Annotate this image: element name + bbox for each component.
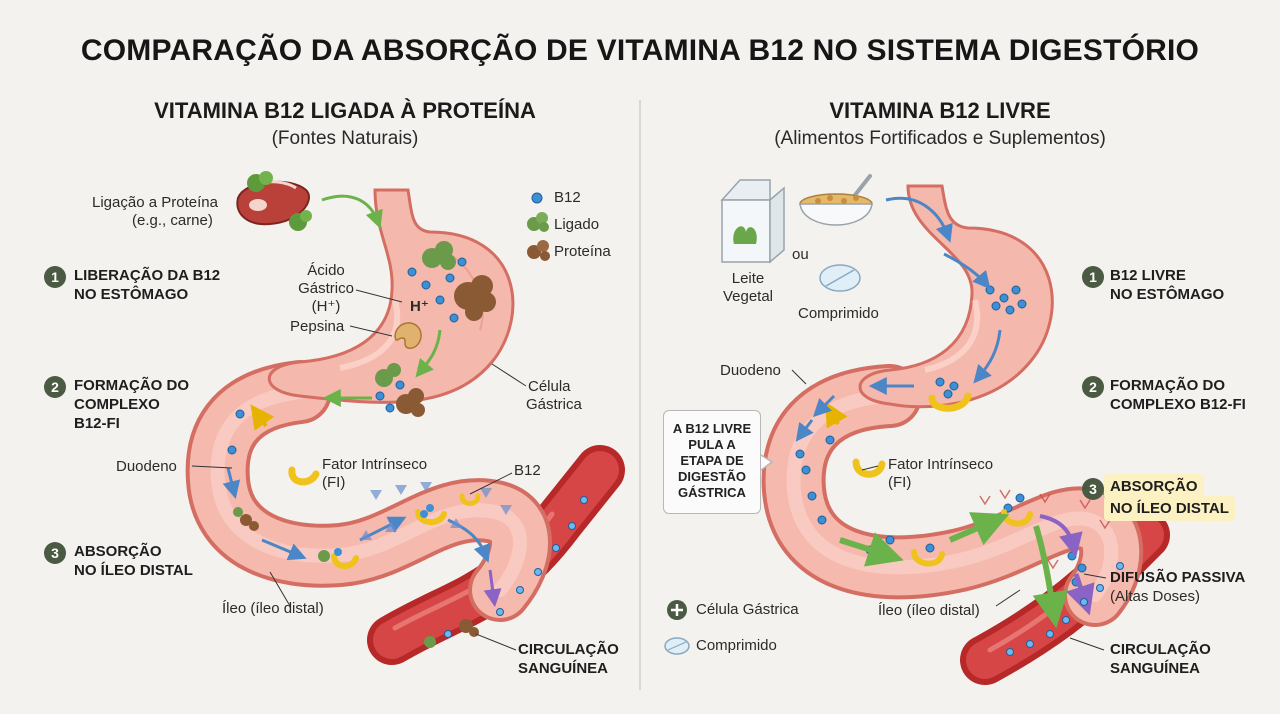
page-title: COMPARAÇÃO DA ABSORÇÃO DE VITAMINA B12 N… [80,34,1200,67]
right-panel-subheader: (Alimentos Fortificados e Suplementos) [774,128,1106,149]
left-leader-lines [191,289,527,651]
right-step-1-line-2: NO ESTÔMAGO [1110,286,1225,303]
right-step-2-line-1: FORMAÇÃO DO [1110,377,1225,394]
legend-tablet-label: Comprimido [696,637,777,654]
tablet-label: Comprimido [798,305,879,322]
skip-digestion-callout: A B12 LIVRE PULA A ETAPA DE DIGESTÃO GÁS… [663,410,761,514]
plant-milk-label-2: Vegetal [722,288,774,305]
left-panel-subheader: (Fontes Naturais) [271,128,419,149]
gastric-acid-label-2: Gástrico [298,280,354,297]
left-step-2-line-3: B12-FI [74,415,120,432]
legend-b12-dot [531,192,543,204]
callout-line-1: A B12 LIVRE [672,421,752,436]
legend-gastric-cell-label: Célula Gástrica [696,601,799,618]
left-intrinsic-factor-label-2: (FI) [322,474,346,491]
callout-line-4: DIGESTÃO [678,469,746,484]
right-step-2-badge: 2 [1082,376,1104,398]
pepsin-label: Pepsina [290,318,345,335]
left-ileum-label: Íleo (íleo distal) [222,600,324,617]
left-step-1-line-1: LIBERAÇÃO DA B12 [74,267,221,284]
protein-binding-label-1: Ligação a Proteína [92,194,218,211]
left-stomach-particles [227,241,496,455]
right-flow-arrows [795,196,1095,629]
callout-line-2: PULA A [688,437,736,452]
gastric-acid-label-3: (H⁺) [311,298,341,315]
right-intrinsic-factor-label-2: (FI) [888,474,912,491]
left-step-2-line-1: FORMAÇÃO DO [74,377,189,394]
plant-milk-label-1: Leite [731,270,765,287]
right-circulation-label-2: SANGUÍNEA [1110,660,1201,677]
left-step-2-line-2: COMPLEXO [74,396,160,413]
left-step-3-line-1: ABSORÇÃO [74,543,162,560]
right-circulation-label-1: CIRCULAÇÃO [1110,641,1211,658]
left-b12-label: B12 [514,462,541,479]
left-circulation-label-1: CIRCULAÇÃO [518,641,619,658]
left-vessel-cells [424,496,588,648]
gastric-cell-label-2: Gástrica [526,396,582,413]
callout-line-3: ETAPA DE [680,453,744,468]
right-vessel-cells [1006,562,1124,656]
left-panel-header: VITAMINA B12 LIGADA À PROTEÍNA [154,98,536,123]
right-duodenum-label: Duodeno [720,362,781,379]
right-step-1-badge: 1 [1082,266,1104,288]
legend-protein-icon [527,240,550,261]
callout-line-5: GÁSTRICA [678,485,746,500]
protein-binding-label-2: (e.g., carne) [132,212,213,229]
left-circulation-label-2: SANGUÍNEA [518,660,609,677]
right-leader-lines [791,369,1107,651]
right-intestine [761,364,1144,627]
left-step-3-line-2: NO ÍLEO DISTAL [74,562,193,579]
right-villi [979,489,1111,570]
right-intrinsic-factor-label-1: Fator Intrínseco [888,456,994,473]
right-stomach [858,184,1054,409]
right-step-3-line-2: NO ÍLEO DISTAL [1104,496,1235,521]
right-step-1-line-1: B12 LIVRE [1110,267,1186,284]
legend-b12-label: B12 [554,189,581,206]
legend-bound-icon [527,212,549,232]
right-step-3-badge: 3 [1082,478,1104,500]
callout-pointer [760,454,774,471]
or-label: ou [792,246,809,263]
right-ileum-label: Íleo (íleo distal) [878,602,980,619]
right-step-2-line-2: COMPLEXO B12-FI [1110,396,1246,413]
leaf-icon [247,171,312,231]
gastric-acid-label-1: Ácido [307,262,345,279]
h-plus-label: H⁺ [410,298,429,315]
plant-milk-carton-icon [720,179,785,264]
left-step-1-badge: 1 [44,266,66,288]
passive-diffusion-label-2: (Altas Doses) [1110,588,1201,605]
legend-tablet-icon [664,637,690,655]
gastric-cell-label-1: Célula [528,378,571,395]
pepsin-enzyme [394,322,422,349]
left-duodenum-label: Duodeno [116,458,177,475]
left-step-2-badge: 2 [44,376,66,398]
tablet-icon [819,264,861,292]
right-step-3-line-1: ABSORÇÃO [1104,474,1204,499]
left-step-3-badge: 3 [44,542,66,564]
plus-icon [667,600,687,620]
cereal-bowl-icon [799,174,873,226]
right-panel-header: VITAMINA B12 LIVRE [829,98,1051,123]
left-if-complexes [233,404,481,569]
left-step-1-line-2: NO ESTÔMAGO [74,286,189,303]
legend-protein-label: Proteína [554,243,611,260]
passive-diffusion-label-1: DIFUSÃO PASSIVA [1110,569,1246,586]
left-villi [360,482,512,540]
legend-bound-label: Ligado [554,216,600,233]
left-intrinsic-factor-label-1: Fator Intrínseco [322,456,428,473]
